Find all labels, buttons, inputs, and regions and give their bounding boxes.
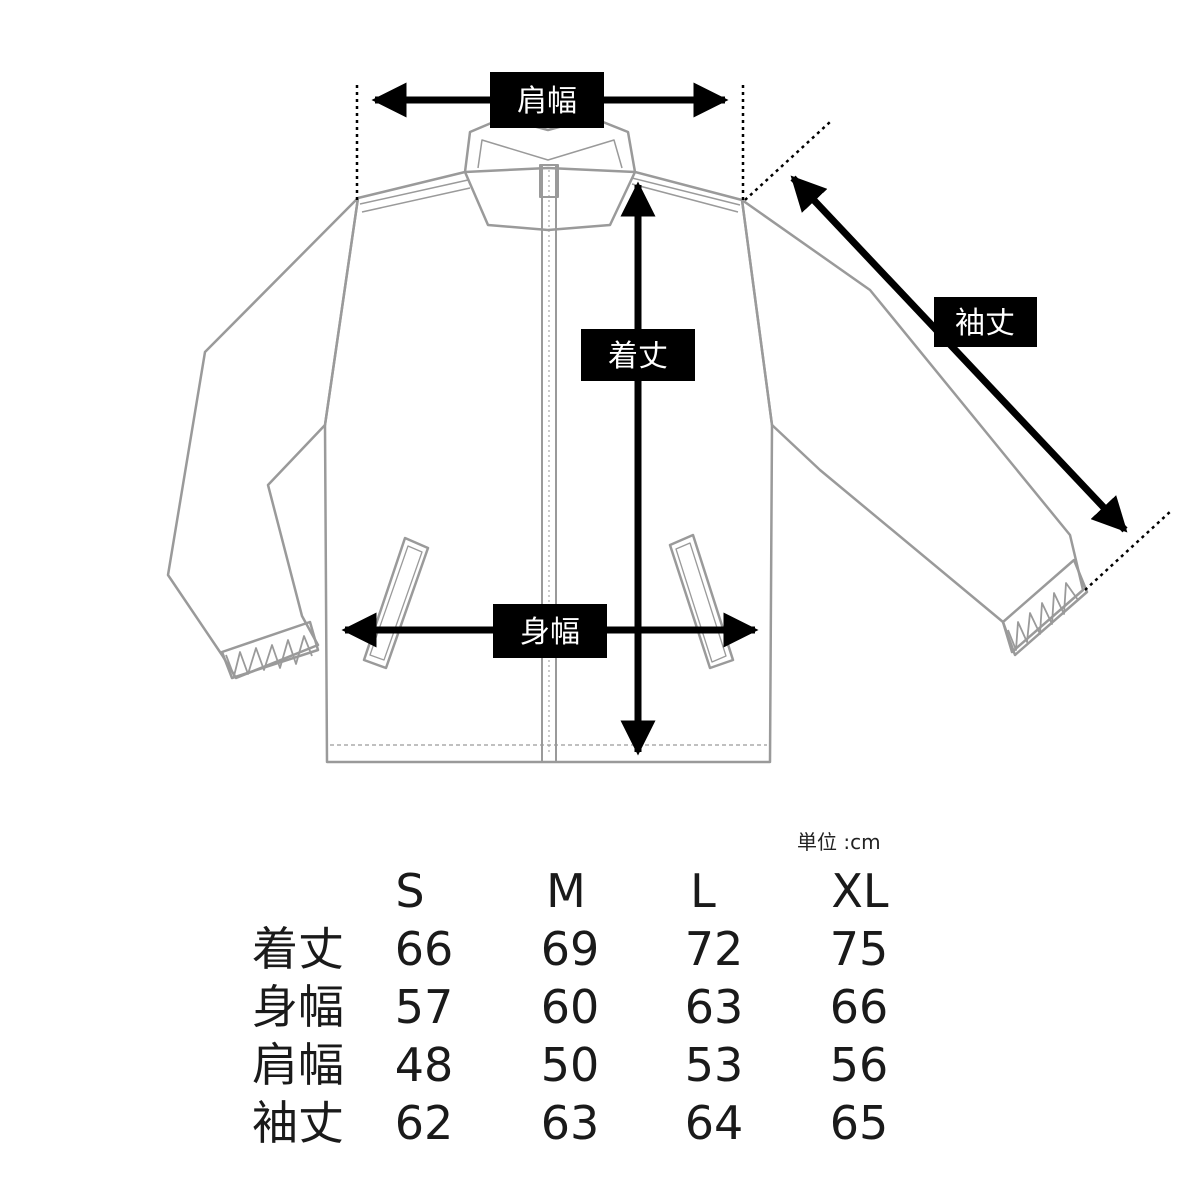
zipper xyxy=(541,164,557,763)
unit-label: 単位 :cm xyxy=(797,830,881,854)
table-cell: 63 xyxy=(540,1096,600,1150)
shoulder-width-label-text: 肩幅 xyxy=(517,84,577,119)
guide-lines xyxy=(355,85,1173,591)
row-label: 着丈 xyxy=(252,922,344,976)
table-cell: 50 xyxy=(540,1038,600,1092)
sleeve-guide-bottom xyxy=(1084,509,1173,591)
table-cell: 62 xyxy=(394,1096,454,1150)
table-cell: 66 xyxy=(394,922,454,976)
table-cell: 75 xyxy=(829,922,889,976)
size-header-m: M xyxy=(546,864,586,918)
size-table: S M L XL 着丈 66 69 72 75 身幅 57 60 63 66 肩… xyxy=(0,862,1200,1162)
body-length-label-text: 着丈 xyxy=(608,339,668,374)
table-cell: 65 xyxy=(829,1096,889,1150)
table-cell: 56 xyxy=(829,1038,889,1092)
body-width-label-text: 身幅 xyxy=(520,615,580,650)
right-cuff-rib xyxy=(1007,582,1079,651)
table-cell: 69 xyxy=(540,922,600,976)
left-pocket xyxy=(362,536,430,670)
shoulder-width-label: 肩幅 xyxy=(490,72,604,128)
left-yoke xyxy=(359,179,471,213)
left-cuff-rib xyxy=(225,635,313,677)
size-header-xl: XL xyxy=(831,864,889,918)
jacket-body xyxy=(323,166,774,764)
table-cell: 63 xyxy=(684,980,744,1034)
body-width-label: 身幅 xyxy=(493,604,607,658)
sleeve-length-label: 袖丈 xyxy=(934,297,1037,347)
table-cell: 64 xyxy=(684,1096,744,1150)
collar xyxy=(463,116,637,232)
body-length-label: 着丈 xyxy=(581,329,695,381)
table-cell: 60 xyxy=(540,980,600,1034)
size-header-l: L xyxy=(690,864,716,918)
row-label: 袖丈 xyxy=(252,1096,344,1150)
jacket-measurement-diagram: 肩幅 着丈 袖丈 身幅 xyxy=(166,72,1173,764)
table-cell: 66 xyxy=(829,980,889,1034)
table-cell: 48 xyxy=(394,1038,454,1092)
sleeve-length-label-text: 袖丈 xyxy=(955,306,1015,341)
right-sleeve xyxy=(740,198,1085,654)
jacket-outline xyxy=(166,116,1089,764)
left-sleeve xyxy=(166,197,360,680)
left-cuff xyxy=(220,620,320,680)
collar-inner xyxy=(477,139,623,169)
size-header-s: S xyxy=(395,864,425,918)
sleeve-guide-top xyxy=(744,121,831,201)
table-cell: 72 xyxy=(684,922,744,976)
right-cuff xyxy=(1001,558,1089,657)
zipper-pull xyxy=(539,164,559,198)
sleeve-length-arrow xyxy=(790,175,1128,533)
row-label: 肩幅 xyxy=(252,1038,344,1092)
table-cell: 57 xyxy=(394,980,454,1034)
table-cell: 53 xyxy=(684,1038,744,1092)
row-label: 身幅 xyxy=(252,980,344,1034)
measurement-arrows xyxy=(341,82,1128,756)
